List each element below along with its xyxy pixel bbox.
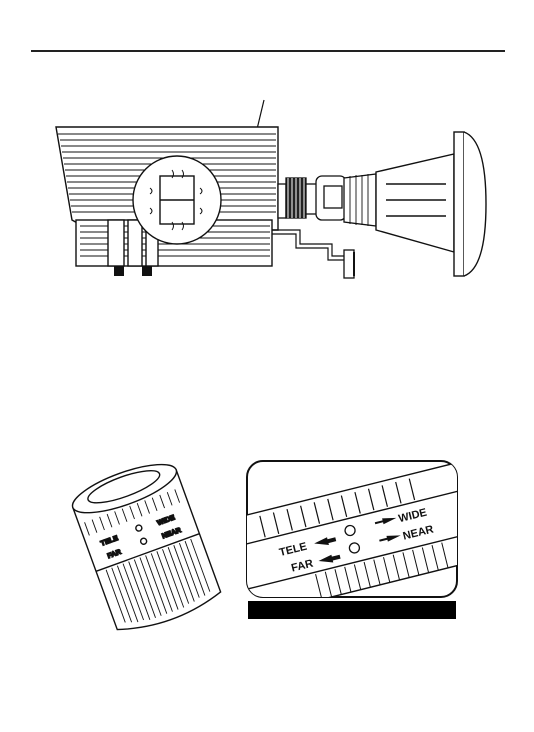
wall-bracket <box>376 132 486 276</box>
header-rule <box>31 50 505 52</box>
cable-connector <box>344 250 354 278</box>
camera-side-view-figure <box>0 80 534 290</box>
detail-magnifier <box>133 156 221 244</box>
focus-knob <box>142 266 152 276</box>
lens-markings-closeup: TELE WIDE FAR NEAR <box>246 460 458 598</box>
zoom-knob <box>114 266 124 276</box>
mount-joint <box>306 174 376 226</box>
caption-bar <box>248 601 456 619</box>
cable <box>272 230 346 260</box>
lens-barrel-overview: TELE WIDE FAR NEAR <box>60 455 230 635</box>
